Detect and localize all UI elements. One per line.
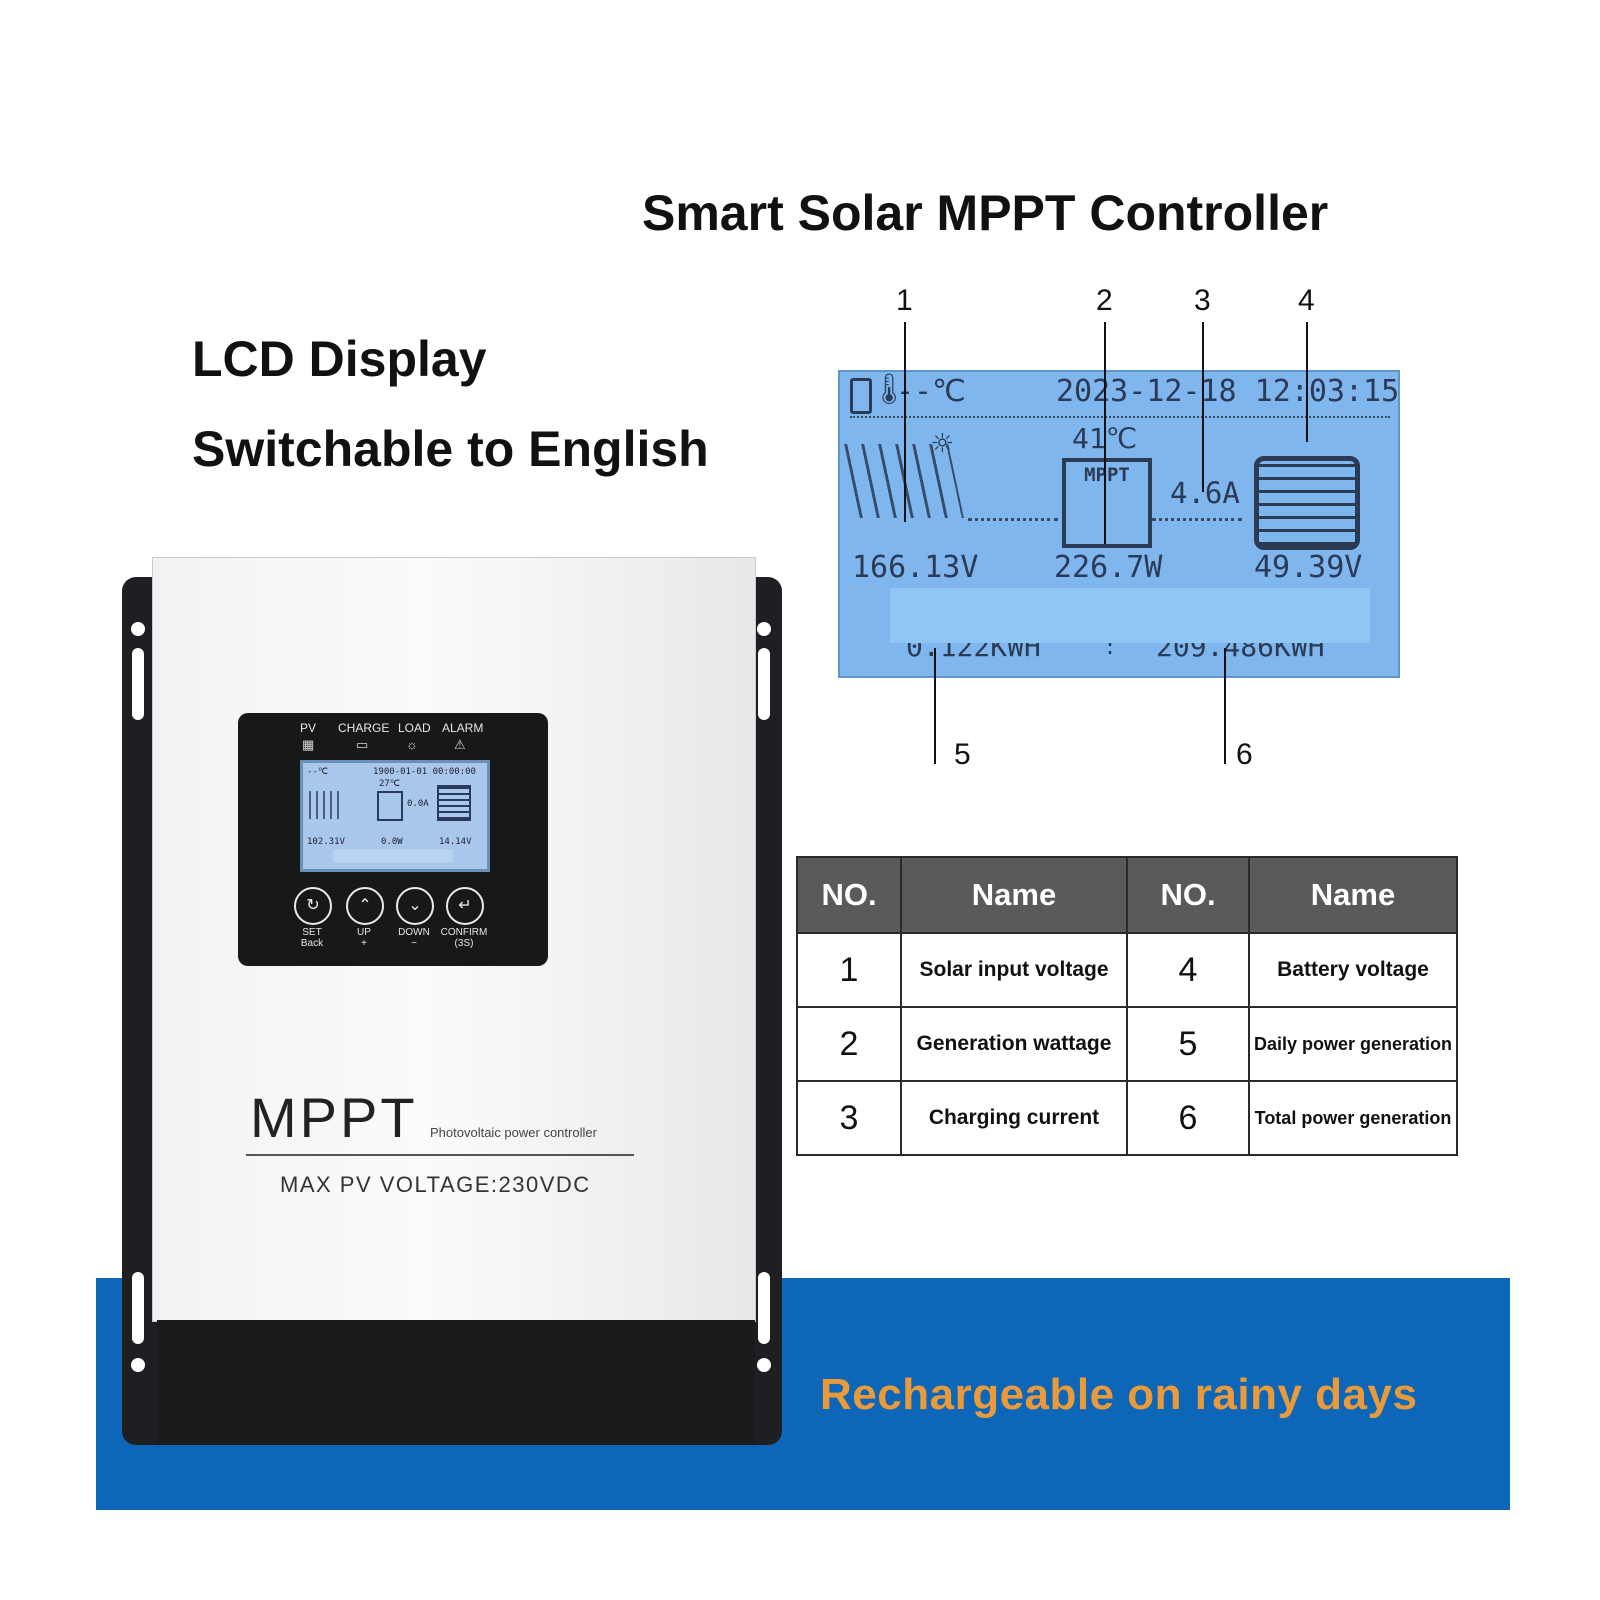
table-cell-name: Daily power generation bbox=[1248, 1006, 1458, 1082]
lcd-power: 226.7W bbox=[1054, 550, 1163, 585]
table-cell-name: Generation wattage bbox=[900, 1006, 1128, 1082]
mini-ctrl-temp: 27℃ bbox=[379, 779, 400, 789]
callout-6-line bbox=[1224, 648, 1226, 764]
table-row: 1 Solar input voltage 4 Battery voltage bbox=[796, 932, 1458, 1008]
confirm-button-label: CONFIRM(3S) bbox=[440, 927, 488, 949]
mppt-icon-label: MPPT bbox=[1084, 464, 1130, 486]
mount-hole bbox=[757, 622, 771, 636]
mount-slot bbox=[132, 648, 144, 720]
bulb-icon: ☼ bbox=[406, 737, 418, 752]
callout-5: 5 bbox=[954, 738, 971, 771]
mppt-controller-icon: MPPT bbox=[1062, 458, 1152, 548]
table-cell-no: 5 bbox=[1126, 1006, 1250, 1082]
callout-5-line bbox=[934, 648, 936, 764]
legend-table: NO. Name NO. Name 1 Solar input voltage … bbox=[796, 856, 1458, 1156]
table-cell-no: 3 bbox=[796, 1080, 902, 1156]
device-logo: MPPT bbox=[250, 1086, 418, 1149]
callout-1: 1 bbox=[896, 284, 913, 317]
set-button[interactable]: ↻ bbox=[294, 887, 332, 925]
table-cell-name: Total power generation bbox=[1248, 1080, 1458, 1156]
table-cell-no: 1 bbox=[796, 932, 902, 1008]
mini-temp: --℃ bbox=[307, 767, 328, 777]
mini-pv-voltage: 102.31V bbox=[307, 837, 345, 847]
indicator-charge-label: CHARGE bbox=[338, 721, 390, 735]
header-name: Name bbox=[1248, 856, 1458, 934]
table-cell-no: 4 bbox=[1126, 932, 1250, 1008]
main-title: Smart Solar MPPT Controller bbox=[642, 185, 1329, 241]
up-button-label: UP+ bbox=[357, 927, 371, 949]
confirm-button[interactable]: ↵ bbox=[446, 887, 484, 925]
battery-icon: ▭ bbox=[356, 737, 369, 752]
banner-text: Rechargeable on rainy days bbox=[820, 1370, 1418, 1419]
device-max-voltage: MAX PV VOLTAGE:230VDC bbox=[280, 1172, 591, 1197]
alarm-icon: ⚠ bbox=[454, 737, 466, 752]
mini-mppt-icon bbox=[377, 791, 403, 821]
header-name: Name bbox=[900, 856, 1128, 934]
mini-battery-voltage: 14.14V bbox=[439, 837, 472, 847]
up-button[interactable]: ⌃ bbox=[346, 887, 384, 925]
table-row: 2 Generation wattage 5 Daily power gener… bbox=[796, 1006, 1458, 1082]
callout-2: 2 bbox=[1096, 284, 1113, 317]
table-header-row: NO. Name NO. Name bbox=[796, 856, 1458, 934]
table-cell-name: Charging current bbox=[900, 1080, 1128, 1156]
lcd-divider bbox=[850, 416, 1390, 418]
table-cell-no: 6 bbox=[1126, 1080, 1250, 1156]
lcd-battery-temp: --℃ bbox=[896, 374, 966, 409]
pv-connector-line bbox=[968, 518, 1058, 521]
callout-3: 3 bbox=[1194, 284, 1211, 317]
mount-slot bbox=[758, 648, 770, 720]
indicator-load-label: LOAD bbox=[398, 721, 431, 735]
battery-connector-line bbox=[1152, 518, 1242, 521]
lcd-pv-voltage: 166.13V bbox=[852, 550, 979, 585]
mount-hole bbox=[757, 1358, 771, 1372]
table-cell-name: Solar input voltage bbox=[900, 932, 1128, 1008]
device-mini-lcd: --℃ 1900-01-01 00:00:00 27℃ 0.0A 102.31V… bbox=[300, 760, 490, 872]
callout-4-line bbox=[1306, 322, 1308, 442]
mount-hole bbox=[131, 1358, 145, 1372]
indicator-alarm-label: ALARM bbox=[442, 721, 484, 735]
mini-lcd-blur bbox=[333, 849, 453, 863]
table-row: 3 Charging current 6 Total power generat… bbox=[796, 1080, 1458, 1156]
lcd-blur-overlay bbox=[890, 588, 1370, 643]
indicator-pv-label: PV bbox=[300, 721, 317, 735]
battery-icon bbox=[1254, 456, 1360, 550]
down-button-label: DOWN− bbox=[398, 927, 430, 949]
down-button[interactable]: ⌄ bbox=[396, 887, 434, 925]
battery-level-icon bbox=[850, 378, 872, 414]
mount-hole bbox=[131, 622, 145, 636]
mount-slot bbox=[132, 1272, 144, 1344]
callout-1-line bbox=[904, 322, 906, 522]
device-subtitle: Photovoltaic power controller bbox=[430, 1125, 597, 1140]
mini-power: 0.0W bbox=[381, 837, 403, 847]
sun-icon: ☼ bbox=[932, 424, 953, 464]
header-no: NO. bbox=[796, 856, 902, 934]
thermometer-icon: 🌡 bbox=[870, 372, 909, 407]
device-divider bbox=[246, 1154, 634, 1156]
lcd-heading: LCD Display bbox=[192, 331, 487, 387]
table-cell-no: 2 bbox=[796, 1006, 902, 1082]
lcd-charging-current: 4.6A bbox=[1170, 476, 1240, 510]
device-bottom-cover bbox=[157, 1320, 755, 1445]
header-no: NO. bbox=[1126, 856, 1250, 934]
mini-battery-icon bbox=[437, 785, 471, 821]
callout-2-line bbox=[1104, 322, 1106, 544]
mini-current: 0.0A bbox=[407, 799, 429, 809]
callout-6: 6 bbox=[1236, 738, 1253, 771]
mini-solar-panel-icon bbox=[309, 791, 343, 819]
lcd-battery-voltage: 49.39V bbox=[1254, 550, 1363, 585]
callout-4: 4 bbox=[1298, 284, 1315, 317]
callout-3-line bbox=[1202, 322, 1204, 492]
lcd-datetime: 2023-12-18 12:03:15 bbox=[1056, 374, 1400, 409]
table-cell-name: Battery voltage bbox=[1248, 932, 1458, 1008]
lcd-subheading: Switchable to English bbox=[192, 421, 709, 477]
pv-icon: ▦ bbox=[302, 737, 315, 752]
mini-datetime: 1900-01-01 00:00:00 bbox=[373, 767, 476, 777]
mount-slot bbox=[758, 1272, 770, 1344]
